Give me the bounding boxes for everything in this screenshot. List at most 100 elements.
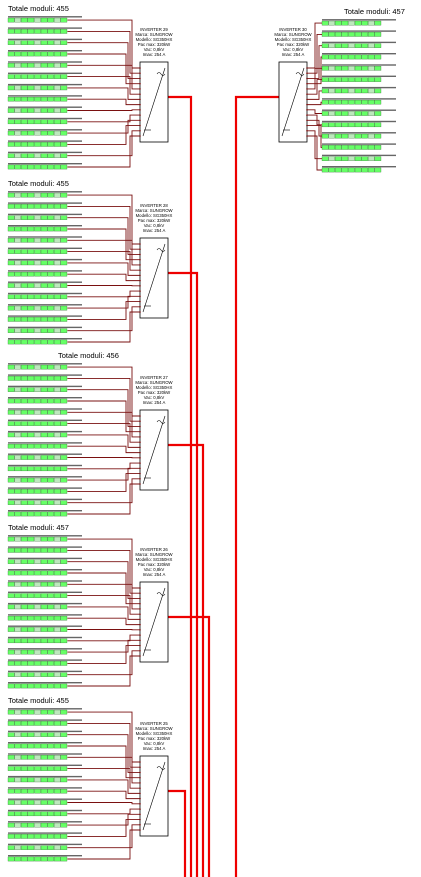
pv-module bbox=[34, 364, 41, 370]
pv-module bbox=[27, 339, 35, 345]
pv-module bbox=[7, 672, 15, 677]
pv-module bbox=[34, 192, 41, 198]
string-descriptor bbox=[8, 453, 82, 455]
string-terminal bbox=[139, 829, 141, 831]
pv-string bbox=[7, 408, 141, 438]
pv-module bbox=[60, 421, 68, 426]
pv-module bbox=[321, 167, 329, 173]
pv-module bbox=[27, 96, 35, 102]
string-terminal bbox=[139, 103, 141, 106]
string-descriptor bbox=[8, 397, 82, 399]
pv-module bbox=[321, 32, 329, 37]
pv-module bbox=[7, 283, 15, 288]
pv-module bbox=[54, 85, 61, 91]
pv-module bbox=[60, 593, 68, 598]
pv-module bbox=[21, 294, 28, 300]
pv-module bbox=[21, 559, 28, 564]
inverter-spec: Pac max: 320kW bbox=[138, 390, 171, 395]
string-wire bbox=[67, 53, 140, 85]
string-wire bbox=[67, 756, 140, 784]
pv-module bbox=[21, 85, 28, 91]
pv-module bbox=[21, 204, 28, 209]
string-terminal bbox=[139, 823, 141, 826]
pv-module bbox=[34, 238, 41, 243]
pv-module bbox=[7, 593, 15, 598]
pv-module bbox=[27, 260, 35, 266]
pv-module bbox=[27, 489, 35, 494]
pv-string bbox=[7, 462, 141, 472]
pv-module bbox=[7, 317, 15, 322]
pv-module bbox=[40, 811, 48, 817]
string-terminal bbox=[139, 77, 141, 80]
pv-module bbox=[368, 20, 375, 26]
string-terminal bbox=[139, 623, 141, 626]
string-wire bbox=[67, 194, 140, 245]
pv-module bbox=[14, 559, 21, 564]
pv-module bbox=[328, 66, 335, 71]
pv-module bbox=[34, 615, 41, 621]
string-wire bbox=[67, 295, 140, 309]
pv-module bbox=[27, 721, 35, 726]
pv-module bbox=[47, 777, 54, 783]
pv-module bbox=[27, 511, 35, 517]
pv-module bbox=[335, 66, 342, 71]
pv-module bbox=[34, 649, 41, 655]
pv-module bbox=[34, 108, 41, 113]
string-terminal bbox=[139, 446, 141, 449]
pv-module bbox=[21, 421, 28, 426]
string-terminal bbox=[139, 82, 141, 85]
pv-module bbox=[40, 683, 48, 689]
string-terminal bbox=[139, 290, 141, 292]
pv-module bbox=[27, 788, 35, 794]
pv-module bbox=[374, 66, 382, 71]
pv-module bbox=[40, 305, 48, 311]
pv-module bbox=[27, 51, 35, 57]
pv-module bbox=[14, 732, 21, 737]
pv-string bbox=[306, 41, 396, 80]
pv-module bbox=[14, 85, 21, 91]
string-wire bbox=[67, 617, 140, 626]
pv-module bbox=[34, 661, 41, 666]
string-wire bbox=[307, 119, 322, 137]
pv-module bbox=[40, 615, 48, 621]
pv-module bbox=[27, 130, 35, 136]
pv-string bbox=[7, 295, 141, 311]
pv-module bbox=[27, 204, 35, 209]
string-wire bbox=[67, 473, 140, 492]
pv-module bbox=[60, 845, 68, 850]
pv-module bbox=[21, 51, 28, 57]
pv-module bbox=[354, 54, 362, 60]
pv-module bbox=[341, 156, 349, 161]
string-terminal bbox=[139, 114, 141, 116]
pv-module bbox=[60, 822, 68, 828]
string-wire bbox=[307, 90, 322, 100]
pv-module bbox=[47, 398, 54, 404]
pv-module bbox=[47, 627, 54, 632]
string-terminal bbox=[139, 472, 141, 475]
pv-module bbox=[21, 226, 28, 232]
pv-module bbox=[34, 638, 41, 644]
string-descriptor bbox=[8, 591, 82, 593]
string-descriptor bbox=[8, 408, 82, 410]
pv-module bbox=[374, 122, 382, 128]
pv-module bbox=[14, 755, 21, 760]
pv-module bbox=[54, 811, 61, 817]
pv-string bbox=[7, 129, 141, 158]
pv-string bbox=[7, 38, 141, 80]
pv-module bbox=[335, 111, 342, 116]
string-terminal bbox=[139, 436, 141, 438]
pv-module bbox=[328, 122, 335, 128]
pv-module bbox=[60, 559, 68, 564]
pv-module bbox=[14, 582, 21, 587]
pv-module bbox=[54, 29, 61, 34]
pv-module bbox=[7, 432, 15, 438]
inverter-spec: Imax: 254 A bbox=[282, 52, 305, 57]
string-descriptor bbox=[8, 304, 82, 306]
pv-module bbox=[60, 570, 68, 576]
pv-module bbox=[60, 500, 68, 505]
string-descriptor bbox=[8, 832, 82, 834]
pv-module bbox=[40, 834, 48, 839]
string-descriptor bbox=[8, 787, 82, 789]
string-descriptor bbox=[8, 798, 82, 800]
pv-string bbox=[7, 823, 141, 850]
